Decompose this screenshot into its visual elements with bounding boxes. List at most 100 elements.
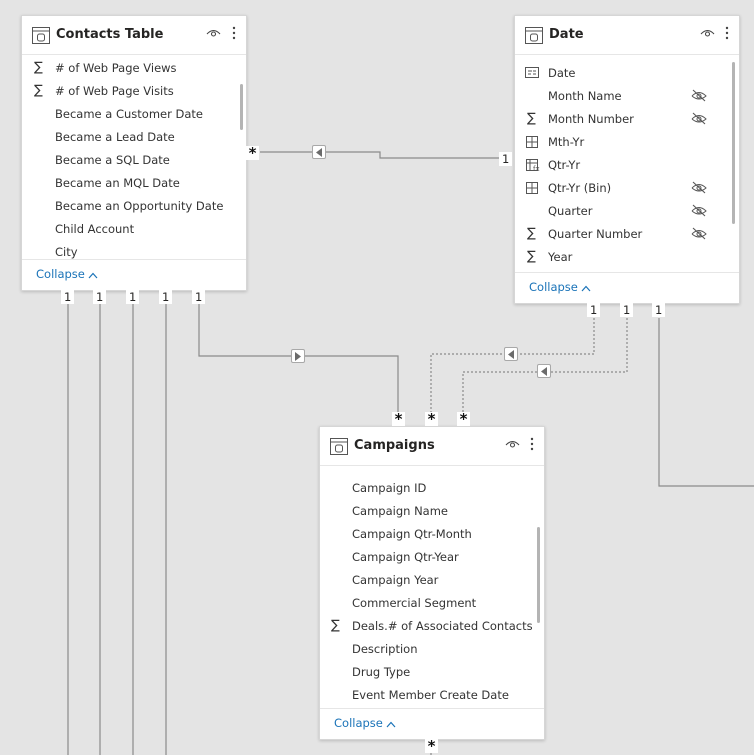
crossfilter-arrow-right[interactable]	[291, 349, 305, 363]
field-row[interactable]: Date	[515, 62, 739, 85]
hidden-eye-icon[interactable]	[691, 227, 707, 240]
field-row[interactable]: ∑ Quarter Number	[515, 223, 739, 246]
field-row[interactable]: Became a SQL Date	[22, 149, 246, 172]
eye-icon[interactable]	[505, 439, 520, 449]
field-label: Became a Customer Date	[55, 107, 203, 121]
field-label: Campaign Year	[352, 573, 439, 587]
collapse-button[interactable]: Collapse	[334, 716, 396, 730]
field-label: Campaign Qtr-Year	[352, 550, 459, 564]
more-options-icon[interactable]	[530, 436, 534, 452]
calendar-field-icon	[525, 67, 539, 78]
hidden-eye-icon[interactable]	[691, 204, 707, 217]
chevron-up-icon	[581, 285, 591, 292]
table-icon	[525, 27, 543, 44]
field-row[interactable]: Child Account	[22, 218, 246, 241]
field-row[interactable]: Drug Type	[320, 661, 544, 684]
field-label: Became a SQL Date	[55, 153, 170, 167]
hidden-eye-icon[interactable]	[691, 181, 707, 194]
field-row[interactable]: fx Qtr-Yr	[515, 154, 739, 177]
field-label: Qtr-Yr	[548, 158, 581, 172]
field-row[interactable]: Campaign Year	[320, 569, 544, 592]
field-row[interactable]: Campaign Name	[320, 500, 544, 523]
cardinality-one-marker: 1	[61, 290, 75, 304]
field-row[interactable]: Campaign Qtr-Year	[320, 546, 544, 569]
more-options-icon[interactable]	[725, 25, 729, 41]
field-label: # of Web Page Visits	[55, 84, 174, 98]
field-row[interactable]: Became a Lead Date	[22, 126, 246, 149]
field-label: Campaign Qtr-Month	[352, 527, 472, 541]
hidden-eye-icon[interactable]	[691, 112, 707, 125]
crossfilter-arrow-left[interactable]	[537, 364, 551, 378]
relationship-contacts-date[interactable]	[260, 151, 502, 159]
field-row[interactable]: Description	[320, 638, 544, 661]
scrollbar[interactable]	[732, 62, 735, 224]
collapse-label: Collapse	[529, 280, 578, 294]
field-row[interactable]: Became an Opportunity Date	[22, 195, 246, 218]
field-row[interactable]: ∑ Month Number	[515, 108, 739, 131]
card-footer: Collapse	[22, 259, 246, 290]
arrow-left-icon	[508, 350, 514, 359]
cardinality-one-marker: 1	[93, 290, 107, 304]
field-row[interactable]: Campaign Qtr-Month	[320, 523, 544, 546]
eye-icon[interactable]	[700, 28, 715, 38]
cardinality-one-marker: 1	[587, 303, 601, 317]
eye-icon[interactable]	[206, 28, 221, 38]
field-label: Mth-Yr	[548, 135, 585, 149]
sigma-icon: ∑	[331, 618, 340, 633]
field-row[interactable]: Campaign ID	[320, 477, 544, 500]
chevron-up-icon	[386, 721, 396, 728]
cardinality-many-marker: *	[425, 412, 438, 427]
field-row[interactable]: Became a Customer Date	[22, 103, 246, 126]
field-label: Quarter Number	[548, 227, 643, 241]
field-row[interactable]: Event Member Create Date	[320, 684, 544, 707]
cardinality-one-marker: 1	[126, 290, 140, 304]
table-title: Contacts Table	[56, 27, 164, 42]
field-row[interactable]: ∑ # of Web Page Views	[22, 57, 246, 80]
field-row[interactable]: City	[22, 241, 246, 264]
collapse-button[interactable]: Collapse	[529, 280, 591, 294]
field-row[interactable]: ∑ Year	[515, 246, 739, 269]
crossfilter-arrow-left[interactable]	[504, 347, 518, 361]
field-row[interactable]: Quarter	[515, 200, 739, 223]
field-row[interactable]: Mth-Yr	[515, 131, 739, 154]
field-label: Campaign ID	[352, 481, 427, 495]
cardinality-one-marker: 1	[620, 303, 634, 317]
relationship-date-campaigns-1[interactable]	[430, 318, 595, 412]
field-row[interactable]: ∑ Deals.# of Associated Contacts	[320, 615, 544, 638]
field-label: Commercial Segment	[352, 596, 477, 610]
field-label: Child Account	[55, 222, 135, 236]
relationship-date-offscreen[interactable]	[658, 318, 754, 487]
field-label: Qtr-Yr (Bin)	[548, 181, 612, 195]
field-row[interactable]: ∑ # of Web Page Visits	[22, 80, 246, 103]
crossfilter-arrow-left[interactable]	[312, 145, 326, 159]
field-label: Became an MQL Date	[55, 176, 180, 190]
scrollbar[interactable]	[240, 84, 243, 130]
card-header[interactable]: Date	[515, 16, 739, 55]
sigma-icon: ∑	[34, 83, 43, 98]
card-header[interactable]: Campaigns	[320, 427, 544, 466]
date-table-card[interactable]: Date Date Month Name ∑	[514, 15, 740, 304]
chevron-up-icon	[88, 272, 98, 279]
calculated-column-icon: fx	[526, 159, 540, 172]
field-row[interactable]: Commercial Segment	[320, 592, 544, 615]
more-options-icon[interactable]	[232, 25, 236, 41]
scrollbar[interactable]	[537, 527, 540, 623]
arrow-left-icon	[316, 148, 322, 157]
field-row[interactable]: Qtr-Yr (Bin)	[515, 177, 739, 200]
collapse-button[interactable]: Collapse	[36, 267, 98, 281]
cardinality-one-marker: 1	[652, 303, 666, 317]
card-header[interactable]: Contacts Table	[22, 16, 246, 55]
cardinality-many-marker: *	[425, 739, 438, 754]
campaigns-table-card[interactable]: Campaigns Campaign ID Campaign Name Camp…	[319, 426, 545, 740]
contacts-table-card[interactable]: Contacts Table ∑ # of Web Page Views ∑ #…	[21, 15, 247, 291]
field-label: Year	[548, 250, 573, 264]
collapse-label: Collapse	[334, 716, 383, 730]
hidden-eye-icon[interactable]	[691, 89, 707, 102]
field-label: Became a Lead Date	[55, 130, 175, 144]
field-row[interactable]: Became an MQL Date	[22, 172, 246, 195]
card-footer: Collapse	[515, 272, 739, 303]
field-label: Became an Opportunity Date	[55, 199, 224, 213]
field-row[interactable]: Month Name	[515, 85, 739, 108]
arrow-right-icon	[295, 352, 301, 361]
field-label: Drug Type	[352, 665, 411, 679]
